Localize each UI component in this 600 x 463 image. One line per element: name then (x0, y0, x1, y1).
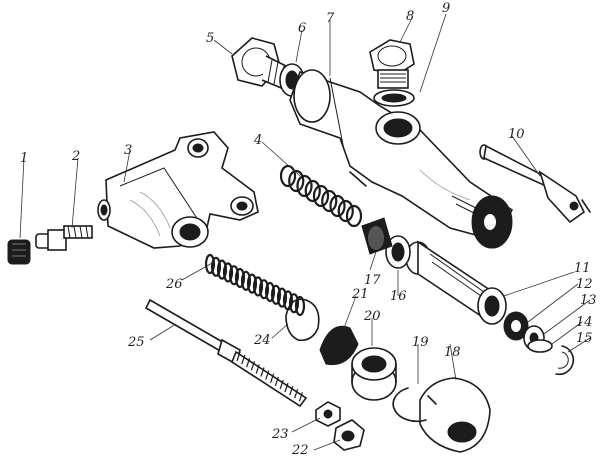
part-4-spring (279, 164, 363, 228)
rod-thread-line (260, 367, 265, 377)
callout-8: 8 (406, 9, 414, 24)
spring-4-coil (304, 179, 321, 203)
callout-26: 26 (165, 277, 183, 292)
callout-12: 12 (576, 277, 593, 292)
part-3-bracket (97, 131, 259, 249)
callout-13: 13 (580, 293, 597, 308)
callout-3: 3 (124, 143, 132, 158)
spring-26-coil (276, 287, 288, 308)
spring-26-coil (288, 293, 300, 314)
rod-thread-line (294, 389, 299, 399)
part-12-cup (503, 311, 529, 341)
callout-21: 21 (351, 287, 369, 302)
spring-26-coil (216, 259, 228, 280)
callout-5: 5 (206, 31, 214, 46)
rod-thread-line (270, 373, 275, 383)
spring-26-coil (210, 256, 222, 277)
spring-26-coil (234, 267, 246, 289)
part-7-cylinder-body (289, 69, 514, 249)
part-25-threaded-rod (144, 298, 308, 408)
spring-26-coil (264, 281, 276, 303)
callout-16: 16 (390, 289, 407, 304)
spring-26-coil (204, 253, 216, 275)
part-8-reservoir-cap (369, 39, 415, 89)
callout-10: 10 (508, 127, 525, 142)
callout-1: 1 (20, 151, 28, 166)
callout-7: 7 (326, 11, 335, 26)
part-22-cap-nut (333, 419, 365, 451)
spring-26-coil (270, 284, 282, 305)
part-16-seal (385, 235, 411, 269)
part-11-piston (405, 240, 507, 325)
part-19-wire-ring (392, 387, 427, 423)
spring-4-coil (288, 169, 305, 193)
callout-19: 19 (412, 335, 429, 350)
spring-4-coil (337, 199, 354, 223)
callout-23: 23 (271, 427, 289, 442)
callout-6: 6 (298, 21, 306, 36)
spring-26-coil (282, 290, 294, 311)
spring-4-coil (321, 189, 338, 213)
part-21-cone-seal (319, 325, 359, 366)
rod-thread-line (265, 370, 270, 380)
spring-26-coil (228, 265, 240, 286)
rod-thread-line (284, 382, 289, 393)
rod-thread-line (255, 364, 260, 374)
callout-labels: 1 2 3 4 5 6 7 8 9 10 11 12 13 14 15 16 1… (20, 1, 597, 458)
part-18-boot (419, 377, 491, 453)
part-23-nut (315, 401, 341, 427)
part-26-spring (204, 253, 306, 317)
spring-26-coil (258, 279, 270, 300)
rod-thread-line (241, 354, 246, 365)
part-17-valve-cup (361, 217, 393, 255)
spring-4-coil (296, 174, 313, 198)
rod-thread-line (250, 361, 255, 371)
callout-25: 25 (127, 335, 145, 350)
callout-17: 17 (364, 273, 381, 288)
callout-22: 22 (291, 443, 309, 458)
part-15-snap-ring (555, 345, 575, 376)
rod-thread-line (279, 379, 284, 390)
part-20-bushing (351, 347, 397, 401)
rod-thread-line (246, 358, 251, 368)
callout-11: 11 (574, 261, 591, 276)
spring-26-coil (240, 270, 252, 291)
callout-4: 4 (253, 133, 262, 148)
callout-2: 2 (71, 149, 80, 164)
rod-thread-line (298, 392, 303, 402)
rod-thread-line (289, 385, 294, 396)
spring-26-coil (294, 295, 306, 317)
leader-lines (19, 13, 591, 451)
rod-thread-line (274, 376, 279, 386)
part-9-gasket (373, 89, 415, 107)
callout-15: 15 (576, 331, 593, 346)
callout-20: 20 (363, 309, 381, 324)
spring-4-coil (329, 194, 346, 218)
part-1-cap (7, 239, 31, 265)
spring-26-coil (246, 273, 258, 294)
callout-9: 9 (442, 1, 450, 16)
rod-thread-line (236, 351, 241, 362)
part-10-push-rod (479, 144, 591, 224)
callout-14: 14 (576, 315, 593, 330)
spring-4-coil (312, 184, 330, 208)
part-14-retainer (527, 339, 553, 353)
callout-24: 24 (253, 333, 271, 348)
spring-26-coil (222, 262, 234, 283)
spring-4-coil (345, 204, 363, 228)
spring-4-coil (279, 164, 297, 188)
callout-18: 18 (444, 345, 461, 360)
spring-26-coil (252, 276, 264, 297)
part-5-end-plug (231, 37, 296, 92)
part-2-bleed-screw (35, 225, 93, 251)
